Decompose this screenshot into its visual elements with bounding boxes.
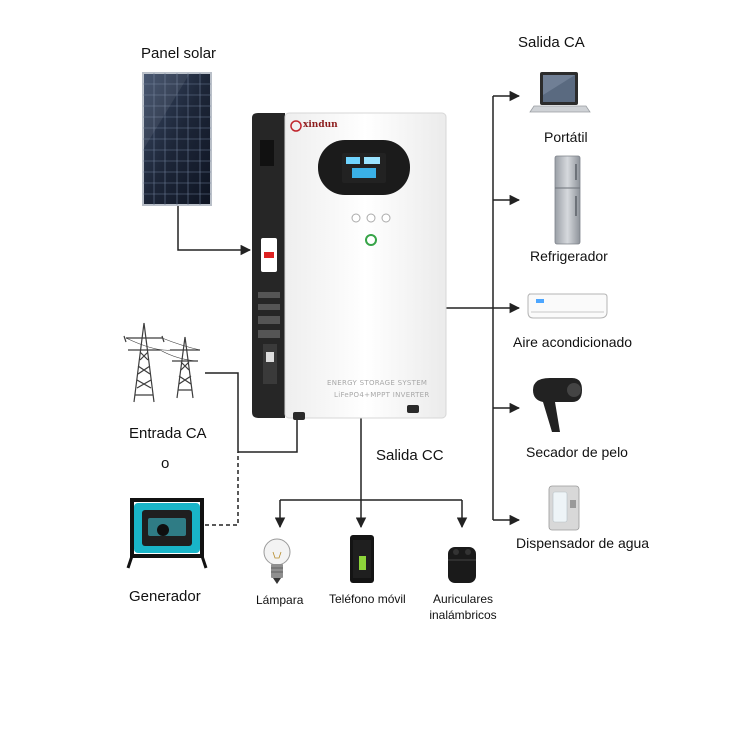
ac-output-label: Salida CA [518,34,585,51]
wireless-earbuds-label: Auriculares inalámbricos [426,592,500,622]
or-label: o [161,455,170,472]
refrigerator-label: Refrigerador [530,248,608,264]
hair-dryer-label: Secador de pelo [526,444,628,460]
laptop-icon [529,72,591,113]
solar-panel-icon [142,72,212,206]
wireless-earbuds-label-line1: Auriculares [432,592,494,606]
mobile-phone-icon [350,535,374,583]
device-label-line1: ENERGY STORAGE SYSTEM [327,379,428,387]
water-dispenser-icon [548,485,580,531]
ac-input-label: Entrada CA [129,425,207,442]
wireless-earbuds-label-line2: inalámbricos [429,608,497,622]
refrigerator-icon [554,155,581,245]
connection-lines [177,90,521,529]
generator-connection-line [205,452,239,526]
mobile-phone-label: Teléfono móvil [329,592,406,606]
air-conditioner-label: Aire acondicionado [513,334,633,350]
laptop-label: Portátil [544,129,588,145]
transmission-towers-icon [123,322,201,403]
wireless-earbuds-icon [448,547,476,583]
energy-storage-device [252,112,447,420]
device-brand-logo: xindun [303,120,338,130]
lamp-label: Lámpara [256,593,304,607]
dc-output-label: Salida CC [376,447,444,464]
generator-label: Generador [129,588,201,605]
generator-icon [126,498,208,569]
air-conditioner-icon [527,293,608,319]
solar-panel-label: Panel solar [141,45,217,62]
device-label-line2: LiFePO4+MPPT INVERTER [334,391,430,399]
hair-dryer-icon [533,378,582,432]
ac-output-bus-line [446,96,494,520]
solar-connection-line [177,205,252,256]
water-dispenser-label: Dispensador de agua [516,535,650,551]
lamp-icon [263,538,291,584]
